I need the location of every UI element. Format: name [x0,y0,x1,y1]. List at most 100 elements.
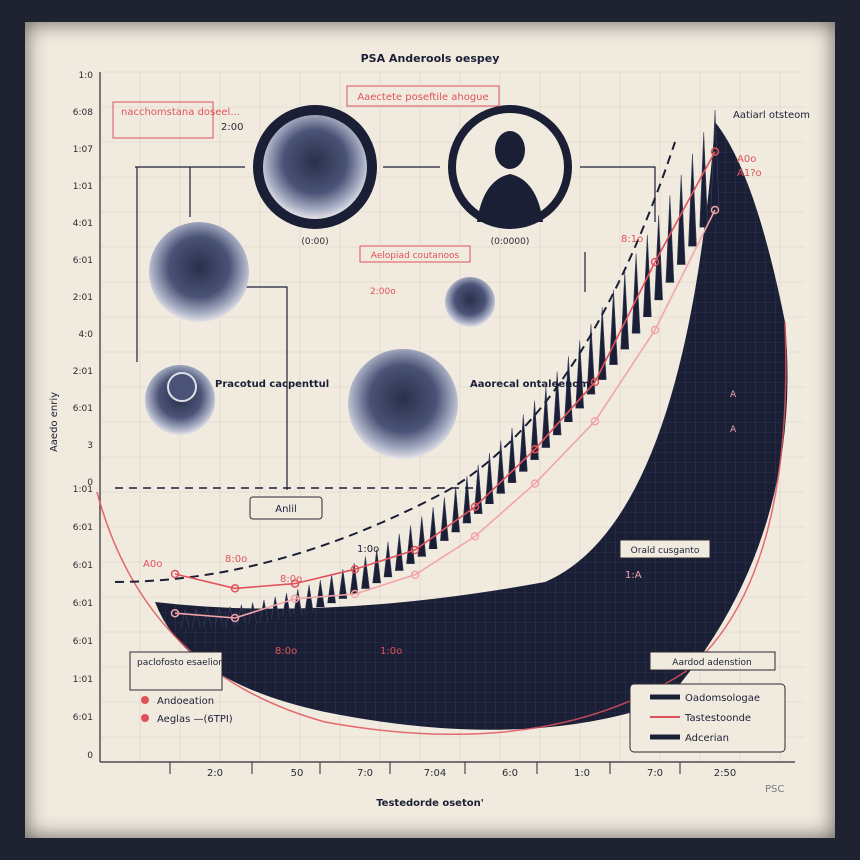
cell-1-label: (0:00) [301,237,328,247]
cell-3 [149,222,249,322]
x-tick-label: 7:0 [647,768,663,779]
series-point [410,570,420,580]
curve-label-3: 8:0o [280,574,302,585]
series-point [230,584,240,593]
y-tick-label: 2:01 [73,367,93,377]
spike [586,324,596,395]
series-point [530,479,540,488]
y-tick-label: 0 [87,751,93,761]
spike [676,174,686,265]
annotation-top-left: nacchomstana doseel... [121,107,240,118]
cell-1 [263,115,367,219]
curve-label-10: A [730,425,737,435]
annotation-right-top: Aatiarl otsteom [733,110,810,121]
curve-label-4: 8:0o [275,646,297,657]
chart-title: PSA Anderools oespey [361,52,500,65]
y-tick-label: 6:01 [73,713,93,723]
series-point [290,579,300,588]
series-point [290,594,300,604]
annotation-mid-2: 2:00o [370,287,396,297]
spike [282,593,291,617]
legend-bl-item-2: Aeglas —(6TPI) [157,714,233,725]
series-point [350,564,360,574]
y-tick-label: 4:0 [79,330,94,340]
annotation-right-2: A1?o [737,168,762,179]
spike [564,356,573,423]
legend-br-item-3: Adcerian [685,733,729,744]
spike [406,525,415,564]
spike [361,556,370,589]
y-ticks: 1:06:081:071:014:016:012:014:02:016:0130… [73,71,93,761]
human-figure-icon [477,131,543,222]
legend-bottom-right: Oadomsologae Tastestoonde Adcerian [629,683,786,753]
y-tick-label: 2:01 [73,293,93,303]
y-tick-label: 4:01 [73,219,93,229]
spike [214,607,224,628]
series-line-2 [174,209,716,619]
series-point [710,205,720,215]
spike [428,507,438,549]
spike [394,533,404,571]
spike [597,307,607,380]
connectors [135,166,656,490]
annotation-box-right-mid [619,539,711,559]
curve-label-6: 8:1o [621,234,643,245]
legend-bl-item-1: Andoeation [157,696,214,707]
series-point [410,545,420,555]
curve-label-7: 1:0o [357,544,379,555]
curve-label-2: 8:0o [225,554,247,565]
legend-bl-marker-1 [141,696,149,704]
annotation-left-mid: Pracotud cacpenttul [215,379,329,390]
spike [665,195,675,283]
spike [710,109,720,209]
legend-bl-marker-2 [141,714,149,722]
dashed-curve [114,141,676,583]
x-axis-label: Testedorde oseton' [376,798,484,809]
connector-6 [580,166,656,222]
legend-bl-title-box [129,651,223,691]
spike [541,386,551,448]
spike [575,340,584,409]
y-tick-label: 1:01 [73,675,93,685]
legend-bl-title: paclofosto esaelion [137,658,224,668]
y-tick-label: 6:01 [73,561,93,571]
spike [552,371,562,436]
y-tick-label: 1:07 [73,145,93,155]
legend-br-item-2: Tastestoonde [684,713,751,724]
x-tick-label: 2:0 [207,768,223,779]
annotation-right-low: Aardod adenstion [672,658,751,668]
cell-4 [445,277,495,327]
x-tick-label: 1:0 [574,768,590,779]
y-tick-label: 6:01 [73,523,93,533]
cell-circles [145,105,572,459]
series-point [530,444,540,454]
spike [530,400,539,460]
annotation-top: Aaectete poseftile ahogue [357,92,488,103]
y-tick-label: 6:08 [73,108,93,118]
curve-label-1: A0o [143,559,162,570]
annotation-box-ahil [249,496,323,520]
series-point [650,257,660,267]
spike [191,609,201,628]
series-point [350,589,360,599]
x-tick-label: 6:0 [502,768,518,779]
spike [225,606,235,627]
annotation-box-right-low [649,651,776,671]
annotation-box-top-left [112,101,214,139]
legend-br-item-1: Oadomsologae [685,693,760,704]
x-tick-label: 7:0 [357,768,373,779]
y-tick-label: 6:01 [73,637,93,647]
y-tick-label: 6:01 [73,599,93,609]
spike [349,563,359,594]
annotation-mid: Aelopiad coutanoos [371,251,460,261]
y-tick-label: 1:01 [73,485,93,495]
y-tick-label: 1:01 [73,182,93,192]
y-tick-label: 0 [87,478,93,488]
annotation-right-1: A0o [737,154,756,165]
spike [180,609,190,629]
spike [620,272,630,350]
spike [518,414,528,472]
cell-2-label: (0:0000) [491,237,530,247]
spike [327,574,336,604]
